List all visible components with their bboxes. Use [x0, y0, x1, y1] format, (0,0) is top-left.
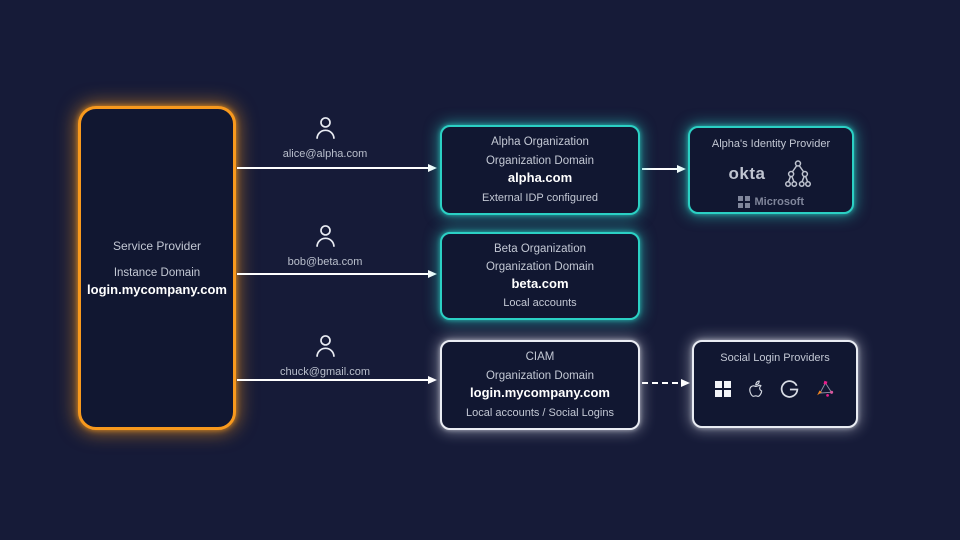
- org-domain-value: beta.com: [511, 276, 569, 291]
- arrow-ciam-to-social: [642, 382, 688, 384]
- alpha-organization-box: Alpha Organization Organization Domain a…: [440, 125, 640, 215]
- org-note: Local accounts / Social Logins: [466, 407, 614, 419]
- user-chuck: chuck@gmail.com: [255, 332, 395, 378]
- microsoft-logo-icon: [738, 196, 750, 208]
- social-login-providers-box: Social Login Providers: [692, 340, 858, 428]
- directory-tree-icon: [785, 160, 812, 188]
- user-email: bob@beta.com: [287, 256, 363, 268]
- instance-domain-label: Instance Domain: [113, 267, 201, 279]
- arrow-sp-to-alpha: [237, 167, 435, 169]
- org-domain-value: login.mycompany.com: [470, 385, 610, 400]
- org-note: External IDP configured: [482, 192, 598, 204]
- org-domain-label: Organization Domain: [485, 370, 595, 382]
- org-title: CIAM: [525, 351, 555, 363]
- arrow-alpha-to-idp: [642, 168, 684, 170]
- user-alice: alice@alpha.com: [255, 114, 395, 160]
- network-nodes-icon: [816, 380, 833, 397]
- instance-domain-value: login.mycompany.com: [87, 282, 227, 297]
- user-bob: bob@beta.com: [255, 222, 395, 268]
- user-email: chuck@gmail.com: [279, 366, 371, 378]
- alphas-identity-provider-box: Alpha's Identity Provider okta Microsoft: [688, 126, 854, 214]
- person-icon: [315, 225, 335, 247]
- org-title: Beta Organization: [493, 243, 587, 255]
- org-note: Local accounts: [503, 297, 577, 309]
- org-title: Alpha Organization: [491, 136, 589, 148]
- org-domain-value: alpha.com: [507, 170, 573, 185]
- beta-organization-box: Beta Organization Organization Domain be…: [440, 232, 640, 320]
- social-title: Social Login Providers: [720, 352, 830, 364]
- service-provider-title: Service Provider: [112, 239, 202, 253]
- person-icon: [315, 335, 335, 357]
- user-email: alice@alpha.com: [282, 148, 368, 160]
- person-icon: [315, 117, 335, 139]
- apple-icon: [748, 380, 762, 397]
- google-icon: [780, 379, 798, 398]
- okta-wordmark: okta: [728, 164, 766, 183]
- microsoft-squares-icon: [714, 381, 731, 397]
- arrow-sp-to-ciam: [237, 379, 435, 381]
- ciam-box: CIAM Organization Domain login.mycompany…: [440, 340, 640, 430]
- arrow-sp-to-beta: [237, 273, 435, 275]
- org-domain-label: Organization Domain: [485, 261, 595, 273]
- service-provider-box: Service Provider Instance Domain login.m…: [78, 106, 236, 430]
- idp-title: Alpha's Identity Provider: [711, 138, 831, 150]
- org-domain-label: Organization Domain: [485, 155, 595, 167]
- microsoft-label: Microsoft: [754, 196, 805, 208]
